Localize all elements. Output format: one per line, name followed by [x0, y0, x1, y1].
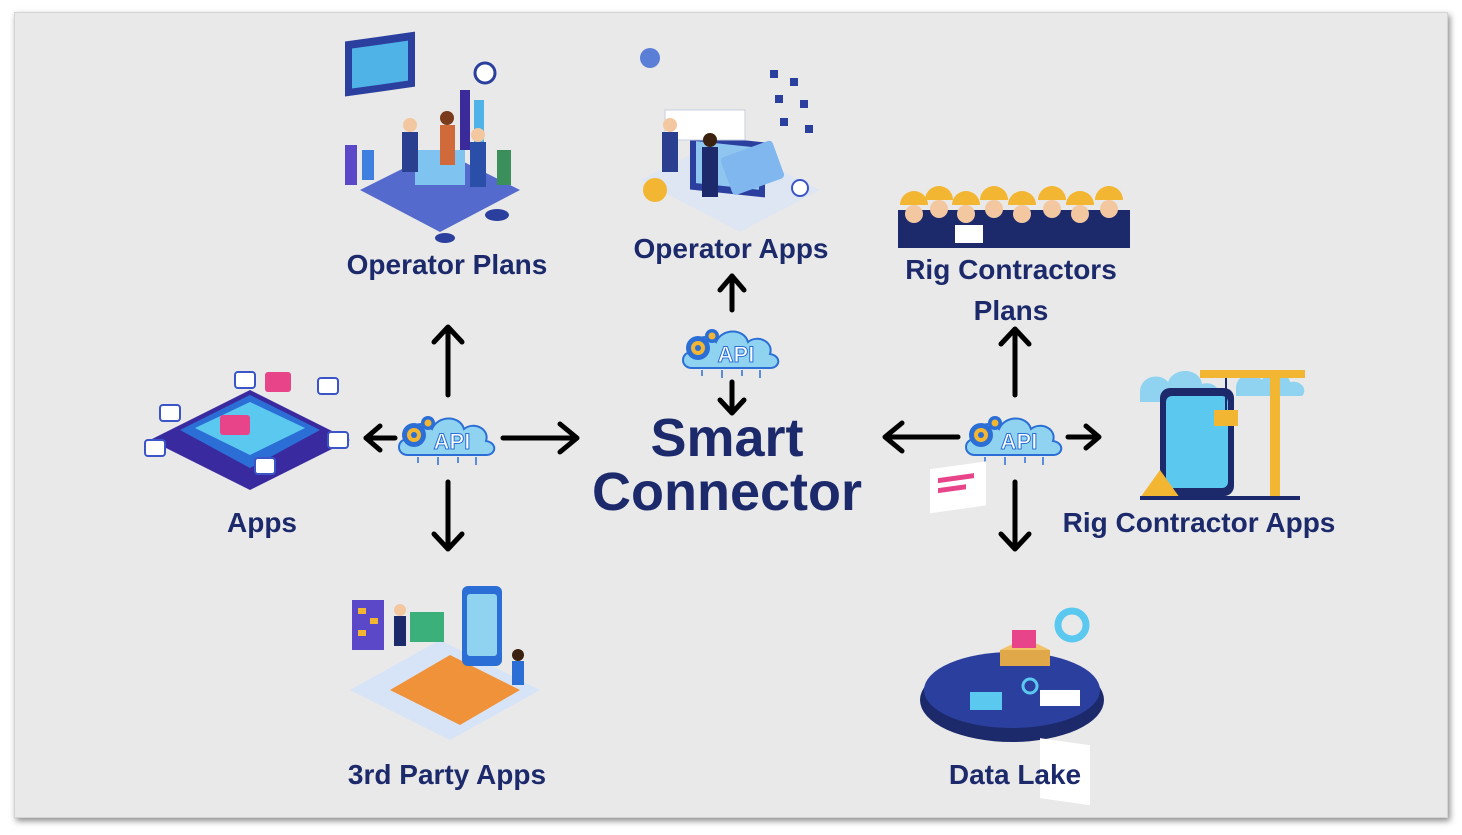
arrow-left-api-left: [363, 423, 398, 453]
arrow-left-api-down: [431, 479, 465, 552]
api-label-left: API: [434, 429, 471, 454]
developer-workstation-illustration: [640, 48, 820, 232]
arrow-top-api-up: [717, 273, 747, 313]
arrow-right-api-down: [998, 479, 1032, 552]
api-cloud-icon-right: API: [965, 415, 1063, 466]
api-cloud-icon-top: API: [682, 328, 780, 379]
center-title-line1: Smart: [650, 408, 803, 468]
data-platform-illustration: [920, 461, 1104, 806]
mobile-ux-illustration: [350, 586, 540, 740]
crane-phone-illustration: [1140, 370, 1305, 500]
arrow-left-api-to-center: [500, 421, 580, 455]
arrow-right-api-up: [998, 326, 1032, 398]
node-label-apps: Apps: [227, 507, 297, 538]
hard-hat-workers-illustration: [898, 186, 1130, 248]
node-label-data-lake: Data Lake: [949, 759, 1081, 790]
arrow-left-api-up: [431, 324, 465, 398]
node-label-rig-contractors-plans-line1: Rig Contractors: [905, 254, 1117, 285]
node-label-operator-apps: Operator Apps: [634, 233, 829, 264]
api-label-right: API: [1001, 429, 1038, 454]
node-label-rig-contractor-apps: Rig Contractor Apps: [1063, 507, 1336, 538]
api-cloud-icon-left: API: [398, 415, 496, 466]
node-label-rig-contractors-plans-line2: Plans: [974, 295, 1049, 326]
api-label-top: API: [718, 342, 755, 367]
business-meeting-illustration: [345, 31, 520, 243]
center-title-line2: Connector: [592, 462, 862, 522]
arrow-top-api-down: [717, 379, 747, 416]
mobile-app-platform-illustration: [144, 371, 350, 490]
arrow-right-api-to-center: [882, 420, 961, 454]
node-label-third-party-apps: 3rd Party Apps: [348, 759, 546, 790]
node-label-operator-plans: Operator Plans: [347, 249, 548, 280]
arrow-right-api-right: [1065, 423, 1102, 451]
